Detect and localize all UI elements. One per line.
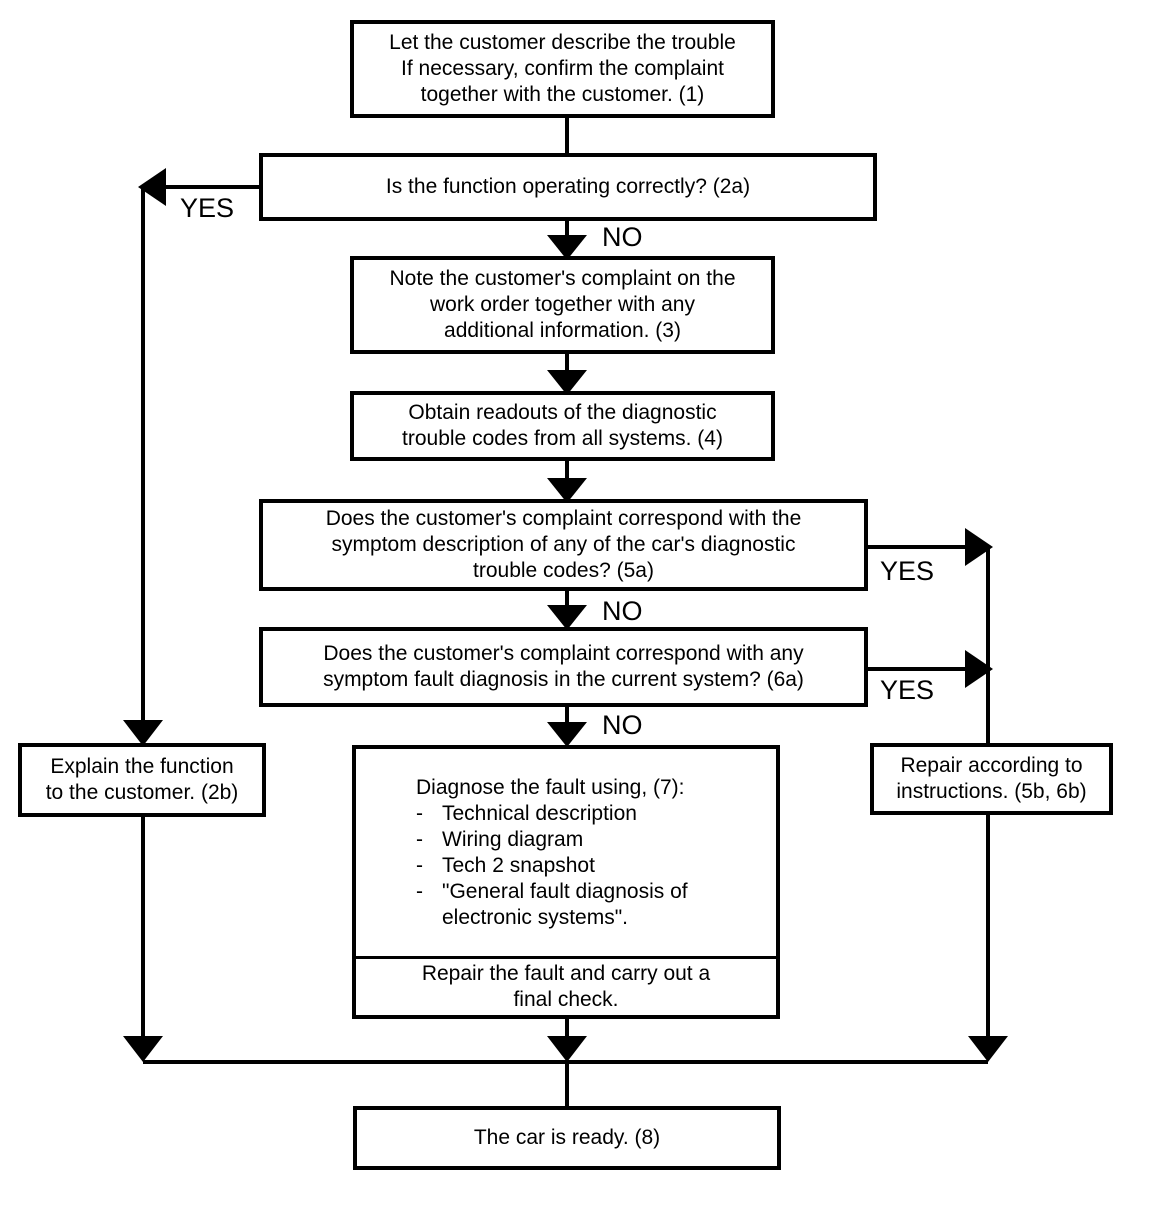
yes-label-5a: YES <box>880 556 935 586</box>
yes-label-6a: YES <box>880 675 935 705</box>
diagnose-section: Diagnose the fault using, (7): Technical… <box>356 749 776 959</box>
step-4-line-2: trouble codes from all systems. (4) <box>402 427 723 450</box>
step-1-describe-trouble: Let the customer describe the trouble If… <box>350 20 775 118</box>
step-5a-line-2: symptom description of any of the car's … <box>331 533 796 556</box>
step-3-line-3: additional information. (3) <box>444 319 681 342</box>
diagnose-method: Technical description <box>416 801 746 827</box>
diagnose-method-list: Technical description Wiring diagram Tec… <box>416 801 746 931</box>
yes-label-2a: YES <box>180 193 235 223</box>
step-2a-text: Is the function operating correctly? (2a… <box>385 175 751 198</box>
step-5a-line-1: Does the customer's complaint correspond… <box>325 507 802 530</box>
step-5b-6b-line-1: Repair according to <box>900 754 1083 777</box>
no-label-5a: NO <box>602 596 643 626</box>
repair-line-1: Repair the fault and carry out a <box>421 962 711 985</box>
step-3-line-2: work order together with any <box>430 293 695 316</box>
diagnose-heading: Diagnose the fault using, (7): <box>416 775 685 799</box>
step-4-line-1: Obtain readouts of the diagnostic <box>408 401 717 424</box>
step-5a-symptom-match: Does the customer's complaint correspond… <box>259 499 868 591</box>
step-4-obtain-readouts: Obtain readouts of the diagnostic troubl… <box>350 391 775 461</box>
repair-section: Repair the fault and carry out a final c… <box>356 959 776 1015</box>
diagnose-method: Wiring diagram <box>416 827 746 853</box>
repair-line-2: final check. <box>513 988 619 1011</box>
step-1-line-1: Let the customer describe the trouble <box>389 31 736 54</box>
step-6a-fault-diagnosis-match: Does the customer's complaint correspond… <box>259 627 868 707</box>
diagnose-method: "General fault diagnosis of electronic s… <box>416 879 746 931</box>
no-label-2a: NO <box>602 222 643 252</box>
step-5b-6b-line-2: instructions. (5b, 6b) <box>896 780 1087 803</box>
step-1-line-3: together with the customer. (1) <box>420 83 705 106</box>
step-1-line-2: If necessary, confirm the complaint <box>401 57 724 80</box>
step-6a-line-2: symptom fault diagnosis in the current s… <box>323 668 804 691</box>
no-label-6a: NO <box>602 710 643 740</box>
step-5b-6b-repair-instructions: Repair according to instructions. (5b, 6… <box>870 743 1113 815</box>
diagnose-method: Tech 2 snapshot <box>416 853 746 879</box>
step-3-note-complaint: Note the customer's complaint on the wor… <box>350 256 775 354</box>
step-5a-line-3: trouble codes? (5a) <box>473 559 654 582</box>
step-2b-explain-function: Explain the function to the customer. (2… <box>18 743 266 817</box>
step-2a-function-check: Is the function operating correctly? (2a… <box>259 153 877 221</box>
step-2b-line-2: to the customer. (2b) <box>45 781 239 804</box>
step-2b-line-1: Explain the function <box>50 755 234 778</box>
step-8-text: The car is ready. (8) <box>473 1126 661 1149</box>
step-3-line-1: Note the customer's complaint on the <box>389 267 736 290</box>
step-7-diagnose-and-repair: Diagnose the fault using, (7): Technical… <box>352 745 780 1019</box>
step-6a-line-1: Does the customer's complaint correspond… <box>323 642 804 665</box>
step-8-car-ready: The car is ready. (8) <box>353 1106 781 1170</box>
